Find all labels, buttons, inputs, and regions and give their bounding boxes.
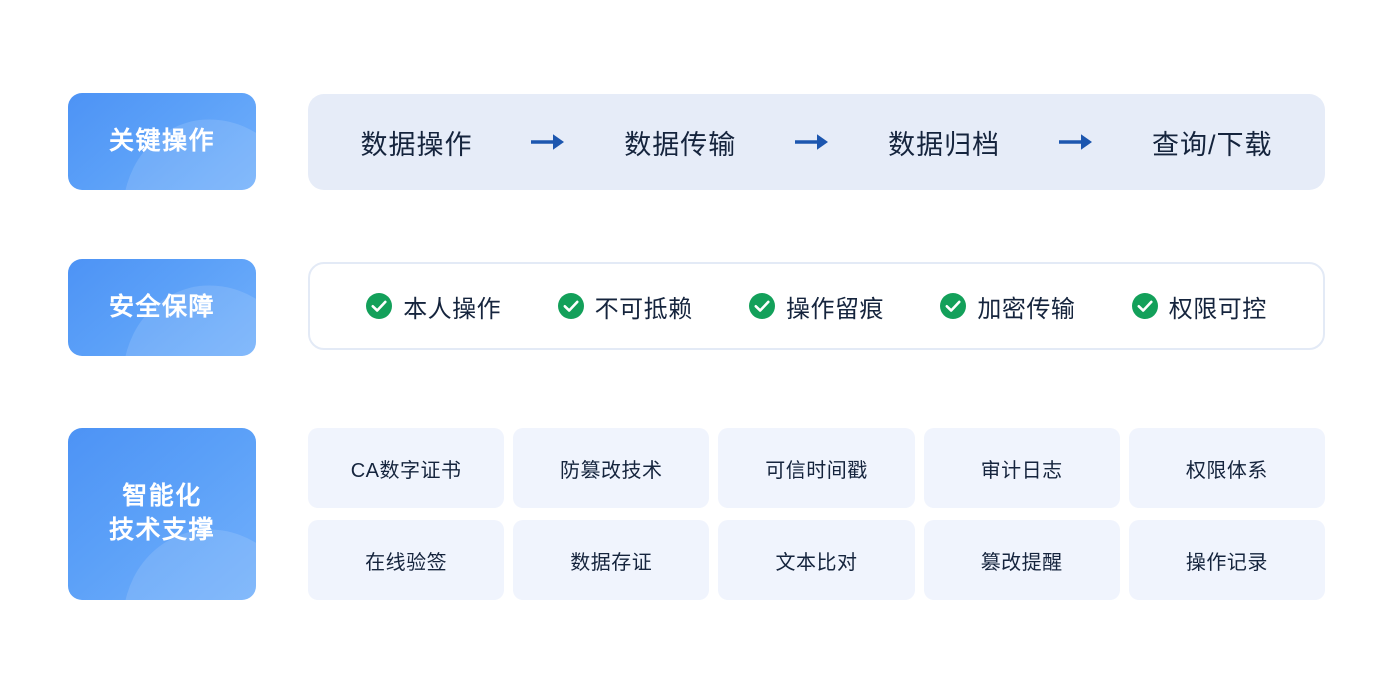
security-assurance-card: 本人操作 不可抵赖 操作留痕 加密传输 [308, 262, 1325, 350]
tech-tile[interactable]: 操作记录 [1128, 520, 1325, 600]
tech-tile[interactable]: CA数字证书 [308, 428, 505, 508]
tech-tile[interactable]: 可信时间戳 [718, 428, 915, 508]
security-item-label: 权限可控 [1168, 295, 1267, 323]
flow-step-4: 查询/下载 [1151, 129, 1273, 160]
badge-intelligent-technology-label: 智能化 技术支撑 [109, 480, 215, 548]
badge-tech-label-line2: 技术支撑 [108, 516, 215, 544]
security-item: 不可抵赖 [557, 289, 693, 324]
tech-tile[interactable]: 数据存证 [513, 520, 710, 600]
flow-step-3: 数据归档 [888, 129, 1001, 160]
badge-key-operations-label: 关键操作 [108, 126, 215, 155]
operations-flow-panel: 数据操作 数据传输 数据归档 查询/下载 [308, 94, 1325, 190]
tech-tile[interactable]: 篡改提醒 [923, 520, 1120, 600]
arrow-right-icon [525, 132, 571, 152]
flow-step-1: 数据操作 [360, 129, 473, 160]
check-circle-icon [557, 293, 584, 319]
tech-tile[interactable]: 在线验签 [308, 520, 505, 600]
tech-tile[interactable]: 权限体系 [1128, 428, 1325, 508]
security-item-label: 本人操作 [403, 295, 502, 323]
badge-key-operations: 关键操作 [68, 93, 256, 190]
tech-tile[interactable]: 文本比对 [718, 520, 915, 600]
flow-step-2: 数据传输 [624, 129, 737, 160]
badge-intelligent-technology: 智能化 技术支撑 [68, 428, 256, 600]
check-circle-icon [940, 293, 967, 319]
security-item-label: 不可抵赖 [594, 295, 693, 323]
security-item: 权限可控 [1131, 289, 1267, 324]
security-item-label: 加密传输 [977, 295, 1076, 323]
security-item: 操作留痕 [748, 289, 884, 324]
check-circle-icon [366, 293, 393, 319]
tech-tile[interactable]: 审计日志 [923, 428, 1120, 508]
security-item: 本人操作 [366, 289, 501, 324]
badge-tech-label-line1: 智能化 [122, 482, 202, 511]
check-circle-icon [748, 293, 775, 319]
check-circle-icon [1131, 293, 1158, 319]
security-item: 加密传输 [940, 289, 1075, 324]
badge-security-assurance: 安全保障 [68, 259, 256, 356]
badge-security-assurance-label: 安全保障 [108, 292, 215, 321]
arrow-right-icon [789, 132, 835, 152]
technology-tile-grid: CA数字证书 防篡改技术 可信时间戳 审计日志 权限体系 在线验签 数据存证 文… [308, 428, 1325, 600]
arrow-right-icon [1053, 132, 1099, 152]
security-item-label: 操作留痕 [785, 295, 884, 323]
tech-tile[interactable]: 防篡改技术 [513, 428, 710, 508]
